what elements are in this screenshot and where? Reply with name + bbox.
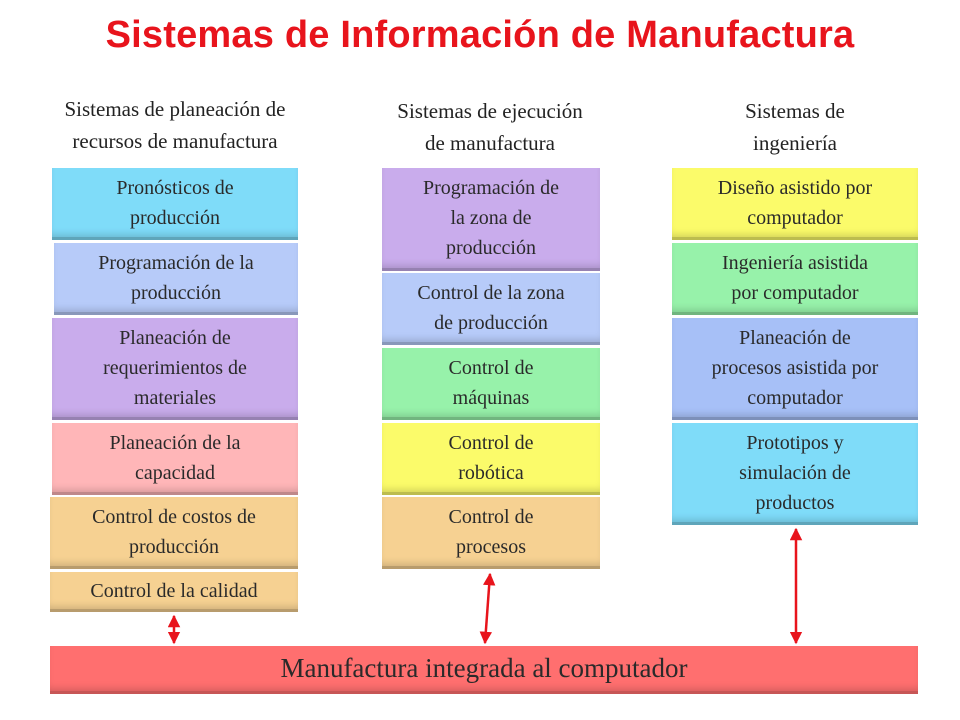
- box-line: procesos asistida por: [711, 356, 879, 379]
- column-header-planning: Sistemas de planeación de recursos de ma…: [30, 93, 320, 157]
- column-header-execution: Sistemas de ejecución de manufactura: [350, 95, 630, 159]
- box-programacion-zona: Programación de la zona de producción: [382, 168, 600, 271]
- box-line: requerimientos de: [103, 356, 247, 379]
- box-line: Programación de la: [98, 251, 254, 274]
- box-line: máquinas: [452, 386, 530, 409]
- header-line: Sistemas de planeación de: [64, 97, 286, 121]
- box-line: producción: [129, 535, 219, 558]
- box-line: Diseño asistido por: [717, 176, 873, 199]
- box-programacion-produccion: Programación de la producción: [54, 243, 298, 315]
- box-control-procesos: Control de procesos: [382, 497, 600, 569]
- box-ingenieria-asistida: Ingeniería asistida por computador: [672, 243, 918, 315]
- box-line: por computador: [731, 281, 859, 304]
- box-control-zona: Control de la zona de producción: [382, 273, 600, 345]
- box-line: producción: [446, 237, 536, 259]
- box-line: de producción: [434, 311, 548, 334]
- box-line: Control de: [448, 356, 534, 379]
- box-line: simulación de: [739, 461, 851, 484]
- box-line: computador: [747, 206, 843, 229]
- box-line: productos: [755, 491, 835, 514]
- header-line: recursos de manufactura: [72, 129, 278, 153]
- box-line: Ingeniería asistida: [721, 251, 869, 274]
- box-line: Control de la calidad: [90, 579, 258, 602]
- box-prototipos: Prototipos y simulación de productos: [672, 423, 918, 525]
- box-pronosticos: Pronósticos de producción: [52, 168, 298, 240]
- box-planeacion-capacidad: Planeación de la capacidad: [52, 423, 298, 495]
- box-line: Planeación de: [739, 326, 851, 349]
- header-line: Sistemas de: [745, 99, 845, 123]
- box-control-calidad: Control de la calidad: [50, 572, 298, 612]
- box-line: capacidad: [135, 461, 215, 484]
- box-control-maquinas: Control de máquinas: [382, 348, 600, 420]
- box-line: Control de costos de: [92, 505, 256, 528]
- box-line: computador: [747, 386, 843, 409]
- box-line: producción: [131, 281, 221, 304]
- box-line: Planeación de la: [109, 431, 241, 454]
- box-line: Prototipos y: [746, 431, 844, 454]
- cim-bar: Manufactura integrada al computador: [50, 646, 918, 694]
- box-planeacion-procesos: Planeación de procesos asistida por comput…: [672, 318, 918, 420]
- box-line: robótica: [458, 461, 524, 484]
- box-line: Planeación de: [119, 326, 231, 349]
- diagram-title: Sistemas de Información de Manufactura: [105, 14, 855, 56]
- header-line: de manufactura: [424, 131, 555, 155]
- box-diseno-asistido: Diseño asistido por computador: [672, 168, 918, 240]
- double-arrow-execution: [479, 572, 496, 645]
- box-line: la zona de: [450, 207, 532, 229]
- box-line: procesos: [456, 535, 526, 558]
- box-line: Control de: [448, 431, 534, 454]
- box-planeacion-requerimientos: Planeación de requerimientos de materiales: [52, 318, 298, 420]
- box-control-costos: Control de costos de producción: [50, 497, 298, 569]
- box-line: Programación de: [422, 177, 560, 199]
- header-line: Sistemas de ejecución: [397, 99, 583, 123]
- box-line: Control de la zona: [417, 281, 565, 304]
- header-line: ingeniería: [753, 131, 837, 155]
- box-line: producción: [130, 206, 220, 229]
- cim-label: Manufactura integrada al computador: [280, 653, 688, 683]
- box-line: Pronósticos de: [116, 176, 234, 199]
- box-line: materiales: [133, 386, 217, 409]
- box-control-robotica: Control de robótica: [382, 423, 600, 495]
- column-header-engineering: Sistemas de ingeniería: [670, 95, 920, 159]
- box-line: Control de: [448, 505, 534, 528]
